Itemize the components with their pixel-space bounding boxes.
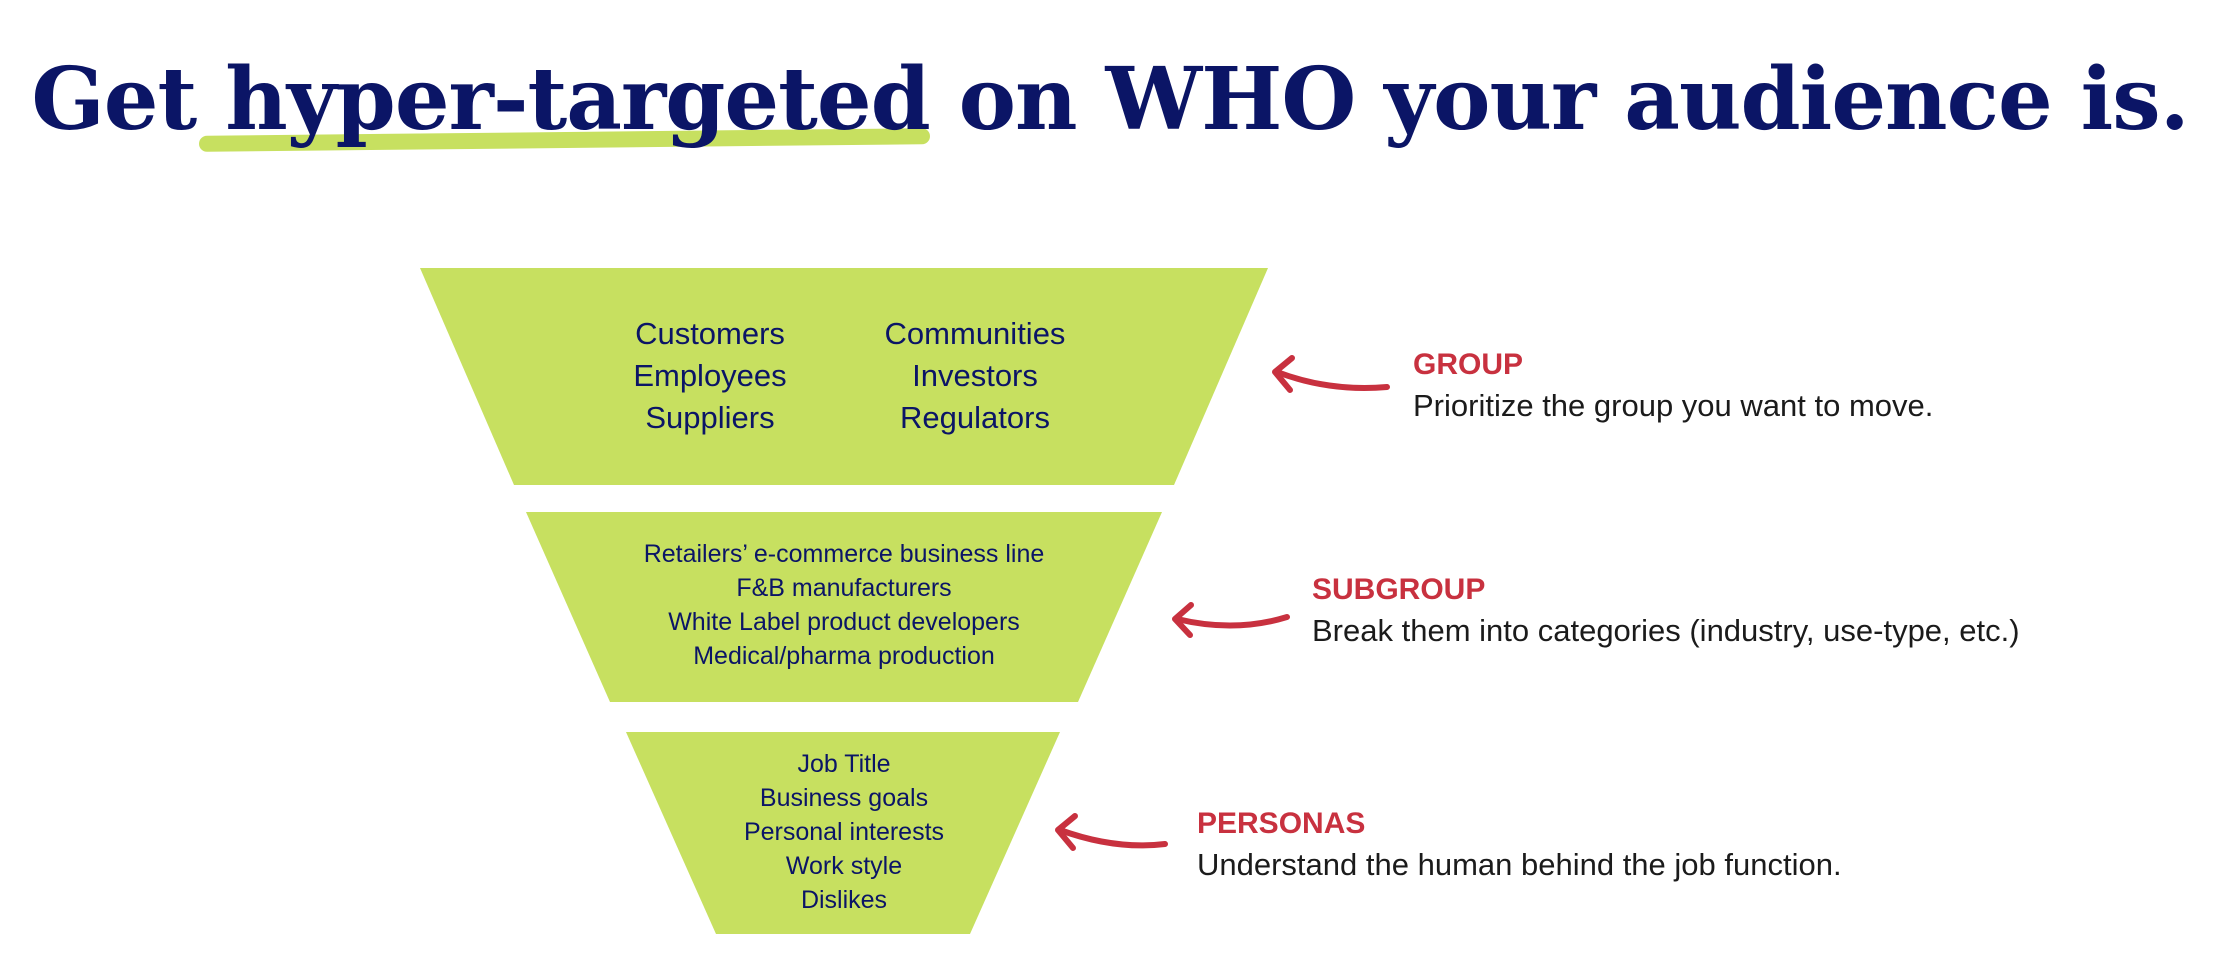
subgroup-item: Medical/pharma production [693,642,995,670]
subgroup-callout-desc: Break them into categories (industry, us… [1312,613,2020,648]
subgroup-callout-head: SUBGROUP [1312,573,1486,606]
subgroup-callout: SUBGROUP Break them into categories (ind… [1312,570,2020,652]
persona-item: Personal interests [743,818,945,846]
title-highlight-text: hyper-targeted [225,49,931,150]
persona-item: Work style [785,852,903,880]
subgroup-item: White Label product developers [668,608,1020,636]
group-item: Regulators [900,400,1050,435]
funnel-tier-personas [626,732,1060,934]
persona-item: Job Title [797,750,891,778]
funnel-tier-group [420,268,1268,485]
personas-callout: PERSONAS Understand the human behind the… [1197,804,1842,886]
group-item: Suppliers [645,400,775,435]
group-callout-head: GROUP [1413,348,1524,381]
group-callout: GROUP Prioritize the group you want to m… [1413,345,1933,427]
funnel-tier-subgroup [526,512,1162,702]
subgroup-list: Retailers’ e-commerce business line F&B … [594,537,1094,673]
personas-arrow-icon [1055,813,1168,851]
personas-callout-head: PERSONAS [1197,807,1366,840]
group-item: Communities [884,316,1066,351]
personas-list: Job Title Business goals Personal intere… [694,747,994,917]
title-before: Get [31,49,226,150]
group-column-left: Customers Employees Suppliers [590,313,830,439]
persona-item: Business goals [759,784,929,812]
group-callout-desc: Prioritize the group you want to move. [1413,388,1934,423]
group-arrow-icon [1272,355,1390,393]
title-highlight: hyper-targeted [199,40,931,160]
group-item: Employees [633,358,787,393]
personas-callout-desc: Understand the human behind the job func… [1197,847,1842,882]
group-column-right: Communities Investors Regulators [850,313,1100,439]
title-after: on WHO your audience is. [929,49,2190,150]
group-item: Customers [635,316,785,351]
subgroup-item: F&B manufacturers [736,574,952,602]
subgroup-arrow-icon [1172,602,1290,638]
page-title: Get hyper-targeted on WHO your audience … [0,40,2220,160]
subgroup-item: Retailers’ e-commerce business line [643,540,1045,568]
persona-item: Dislikes [800,886,888,914]
group-item: Investors [912,358,1038,393]
